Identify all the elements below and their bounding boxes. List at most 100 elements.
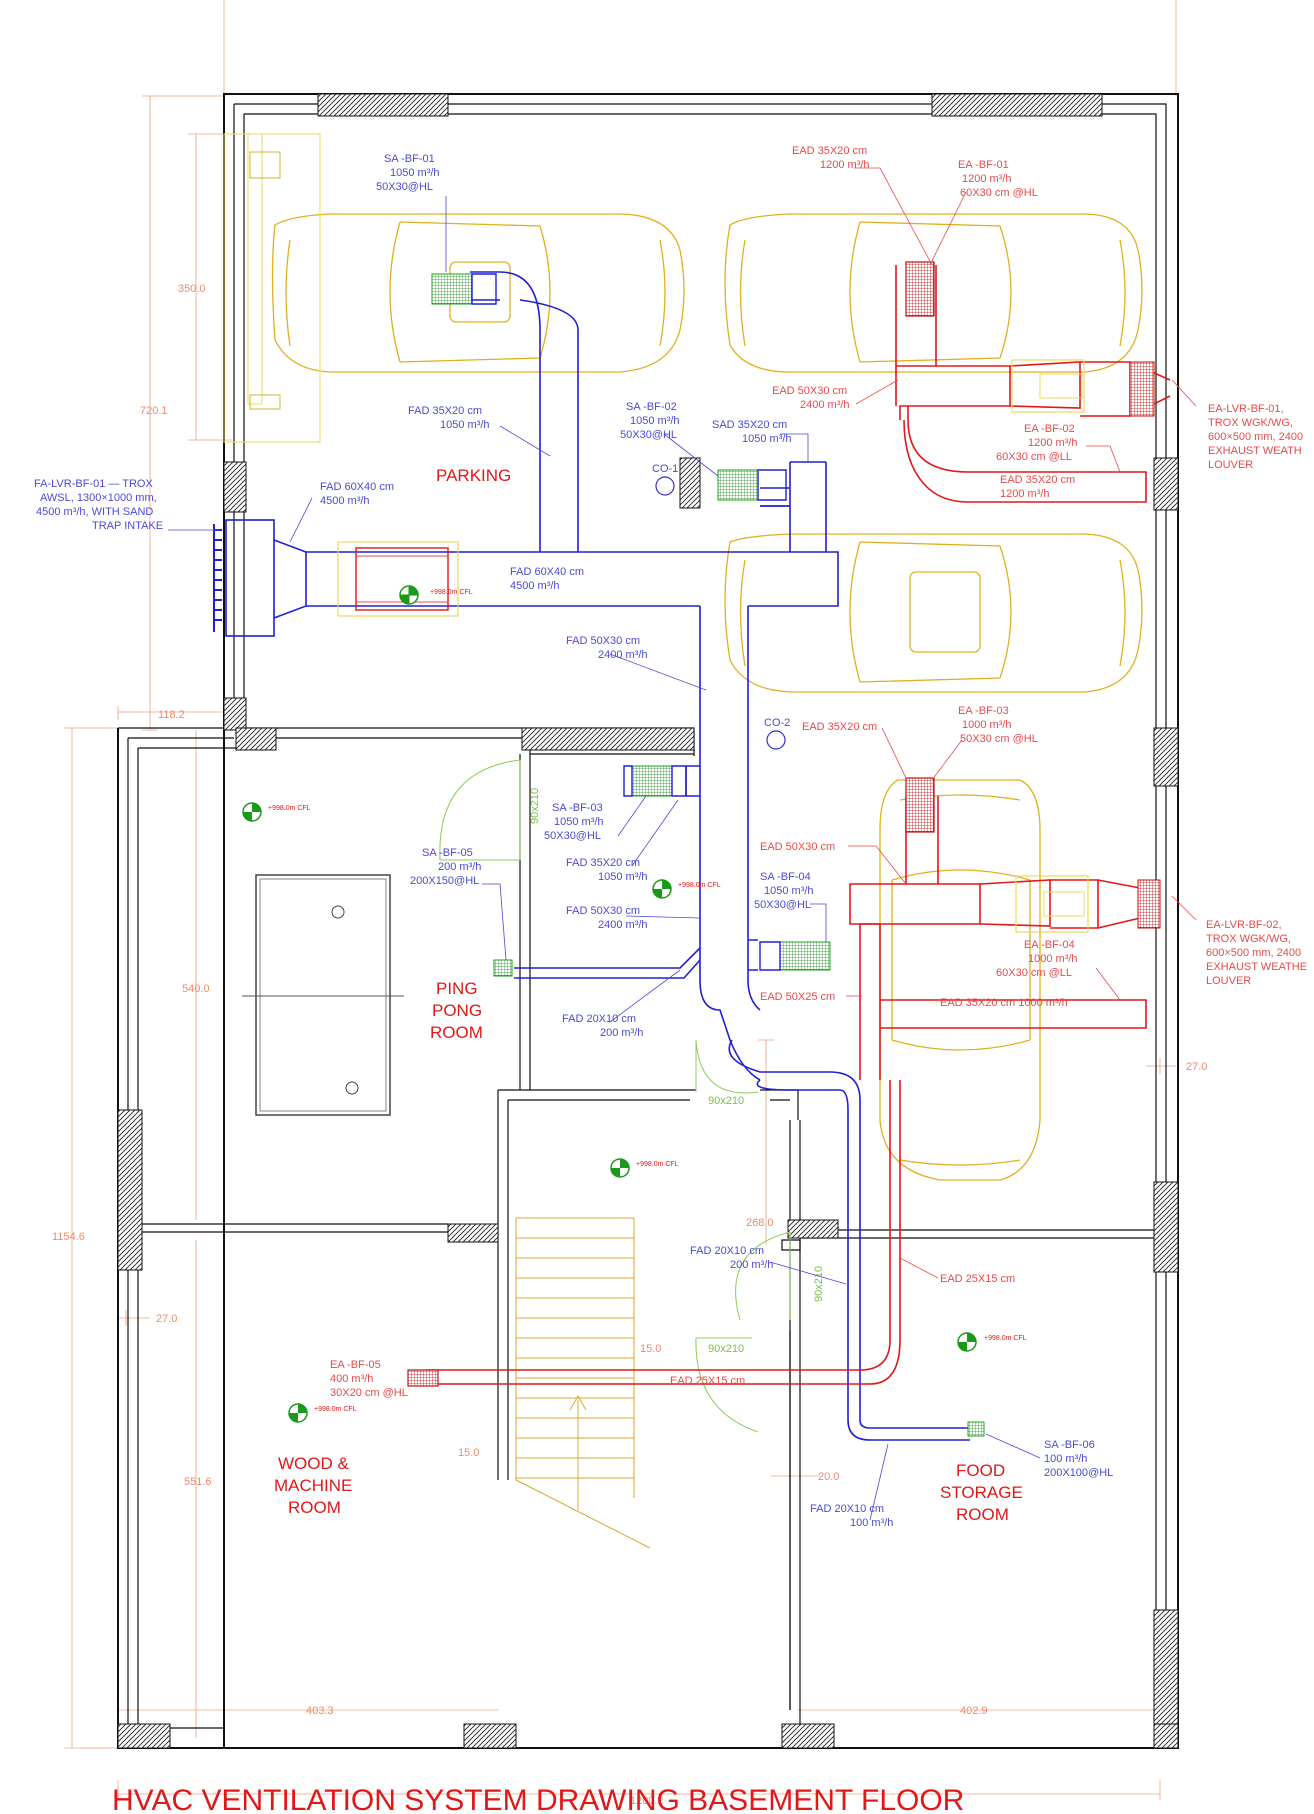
svg-text:EAD 35X20 cm: EAD 35X20 cm <box>792 145 867 157</box>
svg-text:1200 m³/h: 1200 m³/h <box>962 173 1012 185</box>
svg-text:200 m³/h: 200 m³/h <box>730 1259 773 1271</box>
svg-text:FAD 50X30 cm: FAD 50X30 cm <box>566 635 640 647</box>
svg-text:100 m³/h: 100 m³/h <box>850 1517 893 1529</box>
svg-text:1154.6: 1154.6 <box>52 1231 85 1243</box>
svg-text:50X30@HL: 50X30@HL <box>754 899 811 911</box>
exhaust-ductwork <box>426 265 1171 1385</box>
exhaust-grilles <box>407 261 1161 1387</box>
svg-text:600×500 mm, 2400: 600×500 mm, 2400 <box>1208 431 1303 443</box>
car-1 <box>271 213 685 373</box>
svg-text:SA -BF-05: SA -BF-05 <box>422 847 473 859</box>
svg-text:FAD 50X30 cm: FAD 50X30 cm <box>566 905 640 917</box>
svg-text:1050 m³/h: 1050 m³/h <box>440 419 490 431</box>
svg-text:FAD 35X20 cm: FAD 35X20 cm <box>408 405 482 417</box>
car-4 <box>879 779 1041 1181</box>
svg-text:400 m³/h: 400 m³/h <box>330 1373 373 1385</box>
svg-text:EA -BF-03: EA -BF-03 <box>958 705 1009 717</box>
svg-text:15.0: 15.0 <box>458 1447 479 1459</box>
svg-text:50X30 cm @HL: 50X30 cm @HL <box>960 733 1038 745</box>
drawing-title: HVAC VENTILATION SYSTEM DRAWING BASEMENT… <box>112 1784 964 1814</box>
leader-lines <box>168 167 1197 1521</box>
svg-text:+998.0m CFL: +998.0m CFL <box>314 1406 357 1413</box>
svg-text:EA -BF-02: EA -BF-02 <box>1024 423 1075 435</box>
svg-text:540.0: 540.0 <box>182 983 210 995</box>
level-marker-6: +998.0m CFL <box>288 1403 357 1423</box>
svg-text:FAD 20X10 cm: FAD 20X10 cm <box>562 1013 636 1025</box>
co-sensors: CO-1 CO-2 <box>652 463 790 750</box>
doors <box>439 759 791 1433</box>
svg-text:SA -BF-03: SA -BF-03 <box>552 802 603 814</box>
svg-text:2400 m³/h: 2400 m³/h <box>800 399 850 411</box>
svg-text:TRAP INTAKE: TRAP INTAKE <box>92 520 163 532</box>
svg-text:200X100@HL: 200X100@HL <box>1044 1467 1113 1479</box>
svg-text:1200 m³/h: 1200 m³/h <box>1000 488 1050 500</box>
svg-text:EA-LVR-BF-02,: EA-LVR-BF-02, <box>1206 919 1282 931</box>
svg-text:350.0: 350.0 <box>178 283 206 295</box>
svg-text:1050 m³/h: 1050 m³/h <box>390 167 440 179</box>
svg-text:118.2: 118.2 <box>158 709 185 721</box>
svg-text:1050 m³/h: 1050 m³/h <box>630 415 680 427</box>
svg-text:STORAGE: STORAGE <box>940 1483 1023 1502</box>
svg-text:FAD 20X10 cm: FAD 20X10 cm <box>690 1245 764 1257</box>
svg-text:1000 m³/h: 1000 m³/h <box>962 719 1012 731</box>
svg-text:402.9: 402.9 <box>960 1705 988 1717</box>
svg-text:EA-LVR-BF-01,: EA-LVR-BF-01, <box>1208 403 1284 415</box>
svg-text:50X30@HL: 50X30@HL <box>544 830 601 842</box>
level-markers: +998.0m CFL +998.0m CFL +998.0m CFL +998… <box>242 585 1027 1423</box>
svg-text:SA -BF-04: SA -BF-04 <box>760 871 811 883</box>
svg-text:+998.0m CFL: +998.0m CFL <box>430 589 473 596</box>
svg-text:1050 m³/h: 1050 m³/h <box>598 871 648 883</box>
svg-text:720.1: 720.1 <box>140 405 168 417</box>
svg-text:LOUVER: LOUVER <box>1208 459 1253 471</box>
sa-bf-01-diffuser <box>431 273 473 305</box>
exhaust-fan-units <box>1011 359 1089 933</box>
room-names: PARKING PING PONG ROOM WOOD & MACHINE RO… <box>274 466 1023 1524</box>
level-marker-2: +998.0m CFL <box>242 802 311 822</box>
svg-text:+998.0m CFL: +998.0m CFL <box>678 882 721 889</box>
svg-text:30X20 cm @HL: 30X20 cm @HL <box>330 1387 408 1399</box>
svg-text:CO-1: CO-1 <box>652 463 678 475</box>
car-2 <box>724 213 1143 373</box>
svg-text:15.0: 15.0 <box>640 1343 661 1355</box>
svg-text:PING: PING <box>436 979 478 998</box>
svg-text:TROX WGK/WG,: TROX WGK/WG, <box>1206 933 1291 945</box>
dimension-lines <box>64 0 1177 1800</box>
svg-text:1050 m³/h: 1050 m³/h <box>764 885 814 897</box>
supply-fan-unit <box>337 541 459 617</box>
svg-text:EAD 35X20 cm: EAD 35X20 cm <box>802 721 877 733</box>
sa-bf-02-diffuser <box>717 469 759 501</box>
svg-text:27.0: 27.0 <box>156 1313 177 1325</box>
svg-text:SAD 35X20 cm: SAD 35X20 cm <box>712 419 787 431</box>
svg-text:2400 m³/h: 2400 m³/h <box>598 649 648 661</box>
svg-text:1050 m³/h: 1050 m³/h <box>742 433 792 445</box>
svg-text:EA -BF-05: EA -BF-05 <box>330 1359 381 1371</box>
svg-text:CO-2: CO-2 <box>764 717 790 729</box>
svg-text:FAD 60X40 cm: FAD 60X40 cm <box>320 481 394 493</box>
svg-text:ROOM: ROOM <box>430 1023 483 1042</box>
svg-text:403.3: 403.3 <box>306 1705 334 1717</box>
svg-text:EAD 35X20 cm 1000 m³/h: EAD 35X20 cm 1000 m³/h <box>940 997 1068 1009</box>
sa-bf-06-diffuser <box>967 1421 985 1437</box>
svg-text:SA -BF-02: SA -BF-02 <box>626 401 677 413</box>
svg-text:2400 m³/h: 2400 m³/h <box>598 919 648 931</box>
svg-text:FAD 20X10 cm: FAD 20X10 cm <box>810 1503 884 1515</box>
ea-bf-05-grille <box>407 1369 439 1387</box>
svg-text:4500 m³/h: 4500 m³/h <box>510 580 560 592</box>
sa-bf-04-diffuser <box>779 941 831 971</box>
svg-text:90x210: 90x210 <box>708 1343 744 1355</box>
svg-text:50X30@HL: 50X30@HL <box>620 429 677 441</box>
intake-plenum-frame <box>223 133 321 443</box>
svg-text:200X150@HL: 200X150@HL <box>410 875 479 887</box>
svg-text:1050 m³/h: 1050 m³/h <box>554 816 604 828</box>
staircase <box>515 1217 651 1549</box>
supply-ductwork <box>225 271 970 1441</box>
svg-text:+998.0m CFL: +998.0m CFL <box>268 805 311 812</box>
svg-text:551.6: 551.6 <box>184 1476 212 1488</box>
svg-text:+998.0m CFL: +998.0m CFL <box>984 1335 1027 1342</box>
svg-text:60X30 cm @LL: 60X30 cm @LL <box>996 967 1072 979</box>
svg-text:SA -BF-01: SA -BF-01 <box>384 153 435 165</box>
svg-text:LOUVER: LOUVER <box>1206 975 1251 987</box>
svg-text:60X30 cm @LL: 60X30 cm @LL <box>996 451 1072 463</box>
ping-pong-table <box>242 874 404 1116</box>
